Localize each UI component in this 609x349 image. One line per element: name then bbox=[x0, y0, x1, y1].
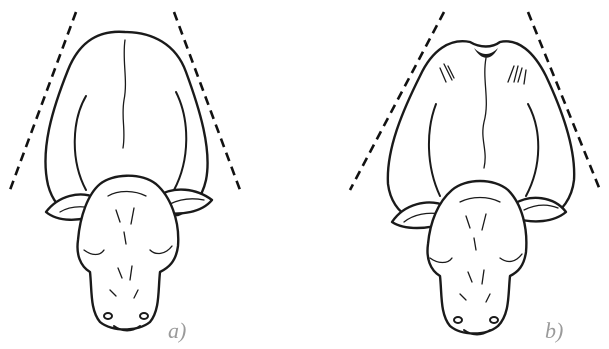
panel-b-cow bbox=[350, 12, 600, 335]
panel-b-label: b) bbox=[545, 318, 563, 344]
panel-a-label: a) bbox=[168, 318, 186, 344]
panel-a-cow bbox=[10, 12, 240, 331]
panel-b-head bbox=[428, 181, 527, 334]
